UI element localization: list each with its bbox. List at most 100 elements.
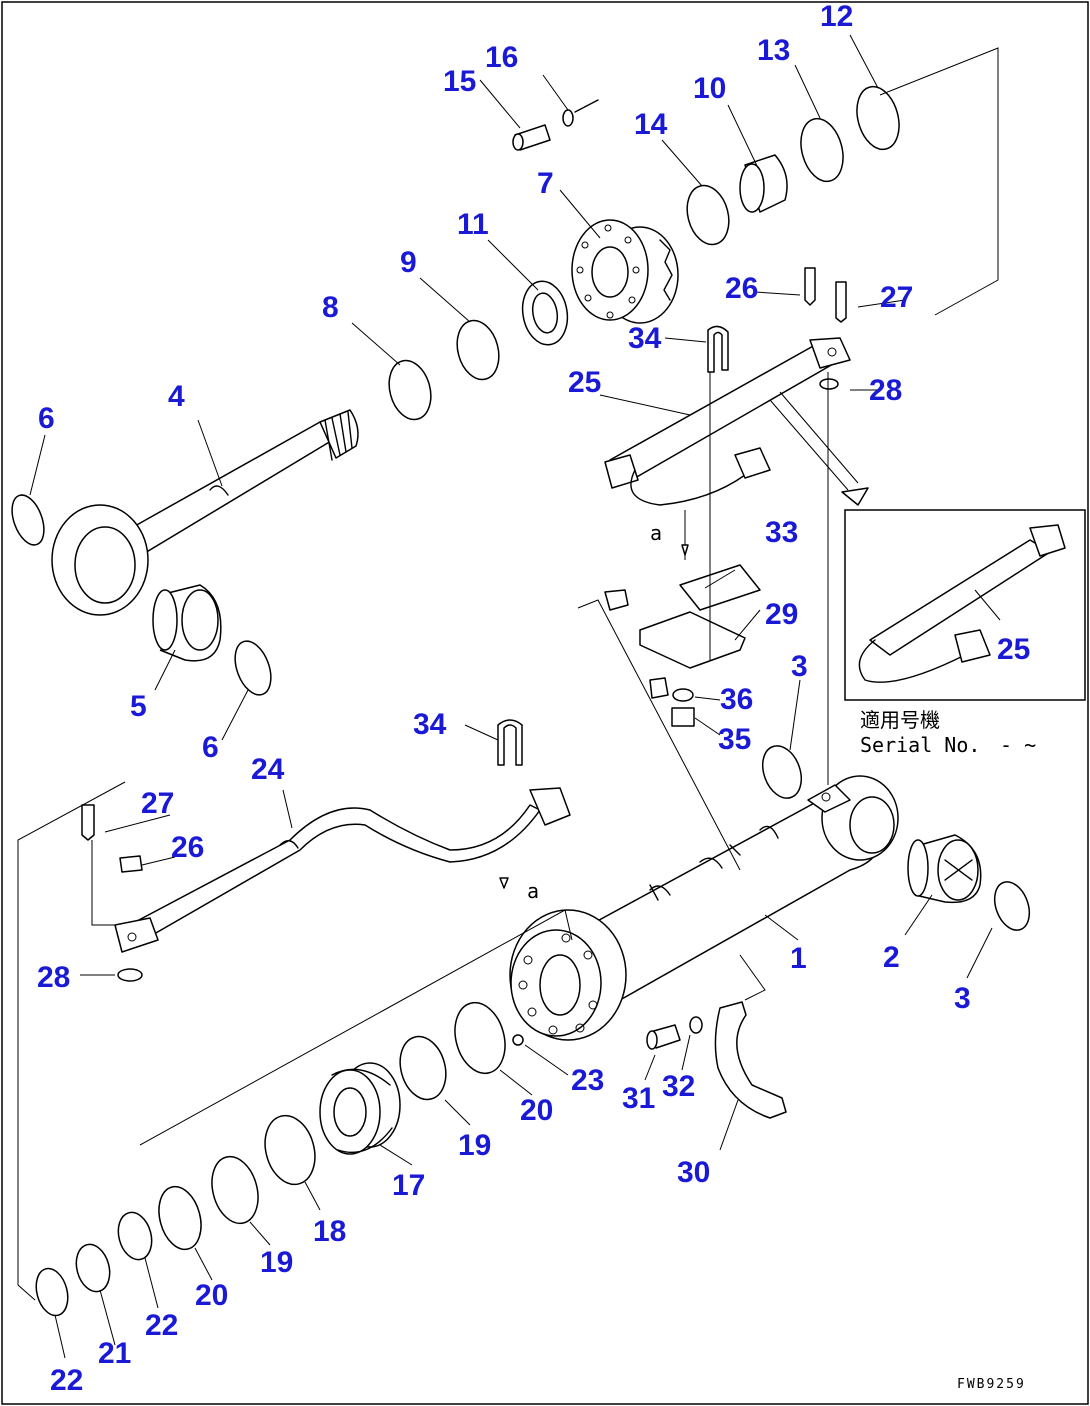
label-20: 20 bbox=[195, 1279, 228, 1312]
bolt-26-lower bbox=[119, 855, 143, 873]
label-26: 26 bbox=[171, 831, 204, 864]
cylinder-head-7 bbox=[571, 219, 679, 324]
ring-18 bbox=[264, 1114, 316, 1186]
piston-rod bbox=[51, 409, 359, 616]
label-34: 34 bbox=[413, 708, 447, 741]
bolt-axis-15 bbox=[574, 99, 599, 113]
washer-32 bbox=[689, 1016, 703, 1034]
label-10: 10 bbox=[693, 72, 726, 105]
label-3: 3 bbox=[954, 982, 971, 1015]
label-24: 24 bbox=[251, 753, 285, 786]
ring-12 bbox=[856, 85, 900, 151]
o-ring-28-lower bbox=[117, 968, 143, 982]
ring-14 bbox=[686, 184, 730, 246]
label-22: 22 bbox=[50, 1364, 83, 1397]
ring-8 bbox=[388, 359, 432, 421]
label-32: 32 bbox=[662, 1070, 695, 1103]
bushing-2 bbox=[907, 834, 982, 904]
label-12: 12 bbox=[820, 0, 853, 33]
label-2: 2 bbox=[883, 941, 900, 974]
plug-23 bbox=[512, 1034, 524, 1046]
clamp-bracket bbox=[604, 589, 629, 611]
label-23: 23 bbox=[571, 1064, 604, 1097]
o-ring-28-upper bbox=[819, 378, 839, 390]
label-28: 28 bbox=[869, 374, 902, 407]
label-17: 17 bbox=[392, 1169, 425, 1202]
label-25: 25 bbox=[568, 366, 601, 399]
label-4: 4 bbox=[168, 380, 185, 413]
inset-detail bbox=[844, 509, 1086, 701]
bolt-31-head bbox=[646, 1030, 658, 1050]
dust-seal-3-right bbox=[993, 881, 1031, 931]
clamp-29 bbox=[639, 611, 746, 669]
bracket-30 bbox=[714, 1001, 787, 1119]
label-13: 13 bbox=[757, 34, 790, 67]
dust-seal-6-bottom bbox=[234, 640, 272, 696]
u-bolt-34-upper bbox=[707, 325, 729, 373]
label-29: 29 bbox=[765, 598, 798, 631]
piston-17 bbox=[319, 1062, 401, 1155]
label-20: 20 bbox=[520, 1094, 553, 1127]
ring-20-lower bbox=[158, 1185, 202, 1251]
ring-22-lower bbox=[35, 1267, 69, 1317]
view-arrow-a bbox=[499, 877, 509, 889]
tube-24 bbox=[114, 787, 571, 953]
plate-33 bbox=[679, 564, 761, 611]
bolt-26-upper bbox=[804, 267, 816, 306]
label-34: 34 bbox=[628, 322, 662, 355]
dust-seal-6-left bbox=[11, 494, 45, 546]
bolt-27-upper bbox=[835, 281, 847, 323]
drawing-reference: FWB9259 bbox=[957, 1377, 1026, 1392]
label-6: 6 bbox=[202, 731, 219, 764]
label-28: 28 bbox=[37, 961, 70, 994]
cylinder-tube bbox=[509, 775, 899, 1041]
label-21: 21 bbox=[98, 1337, 131, 1370]
label-8: 8 bbox=[322, 291, 339, 324]
view-mark-a-bottom: a bbox=[527, 879, 539, 903]
label-14: 14 bbox=[634, 108, 668, 141]
dust-seal-3-upper bbox=[761, 745, 803, 799]
label-6: 6 bbox=[38, 402, 55, 435]
label-30: 30 bbox=[677, 1156, 710, 1189]
washer-16 bbox=[562, 109, 574, 127]
serial-no-range: - ~ bbox=[1000, 733, 1036, 757]
label-18: 18 bbox=[313, 1215, 346, 1248]
label-25: 25 bbox=[997, 633, 1030, 666]
clamp-lower bbox=[649, 677, 669, 699]
bolt-15 bbox=[512, 124, 551, 151]
ring-21 bbox=[75, 1243, 111, 1293]
ring-19-lower bbox=[211, 1155, 259, 1225]
ring-20-upper bbox=[454, 1001, 506, 1075]
label-27: 27 bbox=[141, 787, 174, 820]
view-mark-a-top: a bbox=[650, 521, 662, 545]
label-27: 27 bbox=[880, 281, 913, 314]
label-19: 19 bbox=[260, 1246, 293, 1279]
label-26: 26 bbox=[725, 272, 758, 305]
bolt-27-lower bbox=[81, 804, 95, 841]
u-bolt-34-lower bbox=[497, 719, 523, 766]
label-16: 16 bbox=[485, 41, 518, 74]
label-15: 15 bbox=[443, 65, 476, 98]
label-36: 36 bbox=[720, 683, 753, 716]
ring-22-upper bbox=[117, 1211, 153, 1261]
ring-10 bbox=[739, 154, 788, 213]
bushing-5 bbox=[152, 584, 222, 662]
washer-36 bbox=[672, 688, 694, 702]
ring-19-upper bbox=[399, 1035, 447, 1101]
part-labels: 1 2 3 3 4 5 6 6 7 8 9 10 11 12 13 14 15 … bbox=[37, 0, 1030, 1397]
label-7: 7 bbox=[537, 167, 554, 200]
label-31: 31 bbox=[622, 1082, 655, 1115]
label-33: 33 bbox=[765, 516, 798, 549]
label-9: 9 bbox=[400, 246, 417, 279]
label-19: 19 bbox=[458, 1129, 491, 1162]
nut-35 bbox=[671, 707, 695, 727]
label-3: 3 bbox=[791, 650, 808, 683]
label-11: 11 bbox=[457, 208, 489, 241]
assembly-lines bbox=[17, 34, 999, 1359]
bushing-11-inner bbox=[531, 292, 559, 334]
label-1: 1 bbox=[790, 942, 807, 975]
serial-no-label: Serial No. bbox=[860, 733, 980, 757]
label-5: 5 bbox=[130, 690, 147, 723]
